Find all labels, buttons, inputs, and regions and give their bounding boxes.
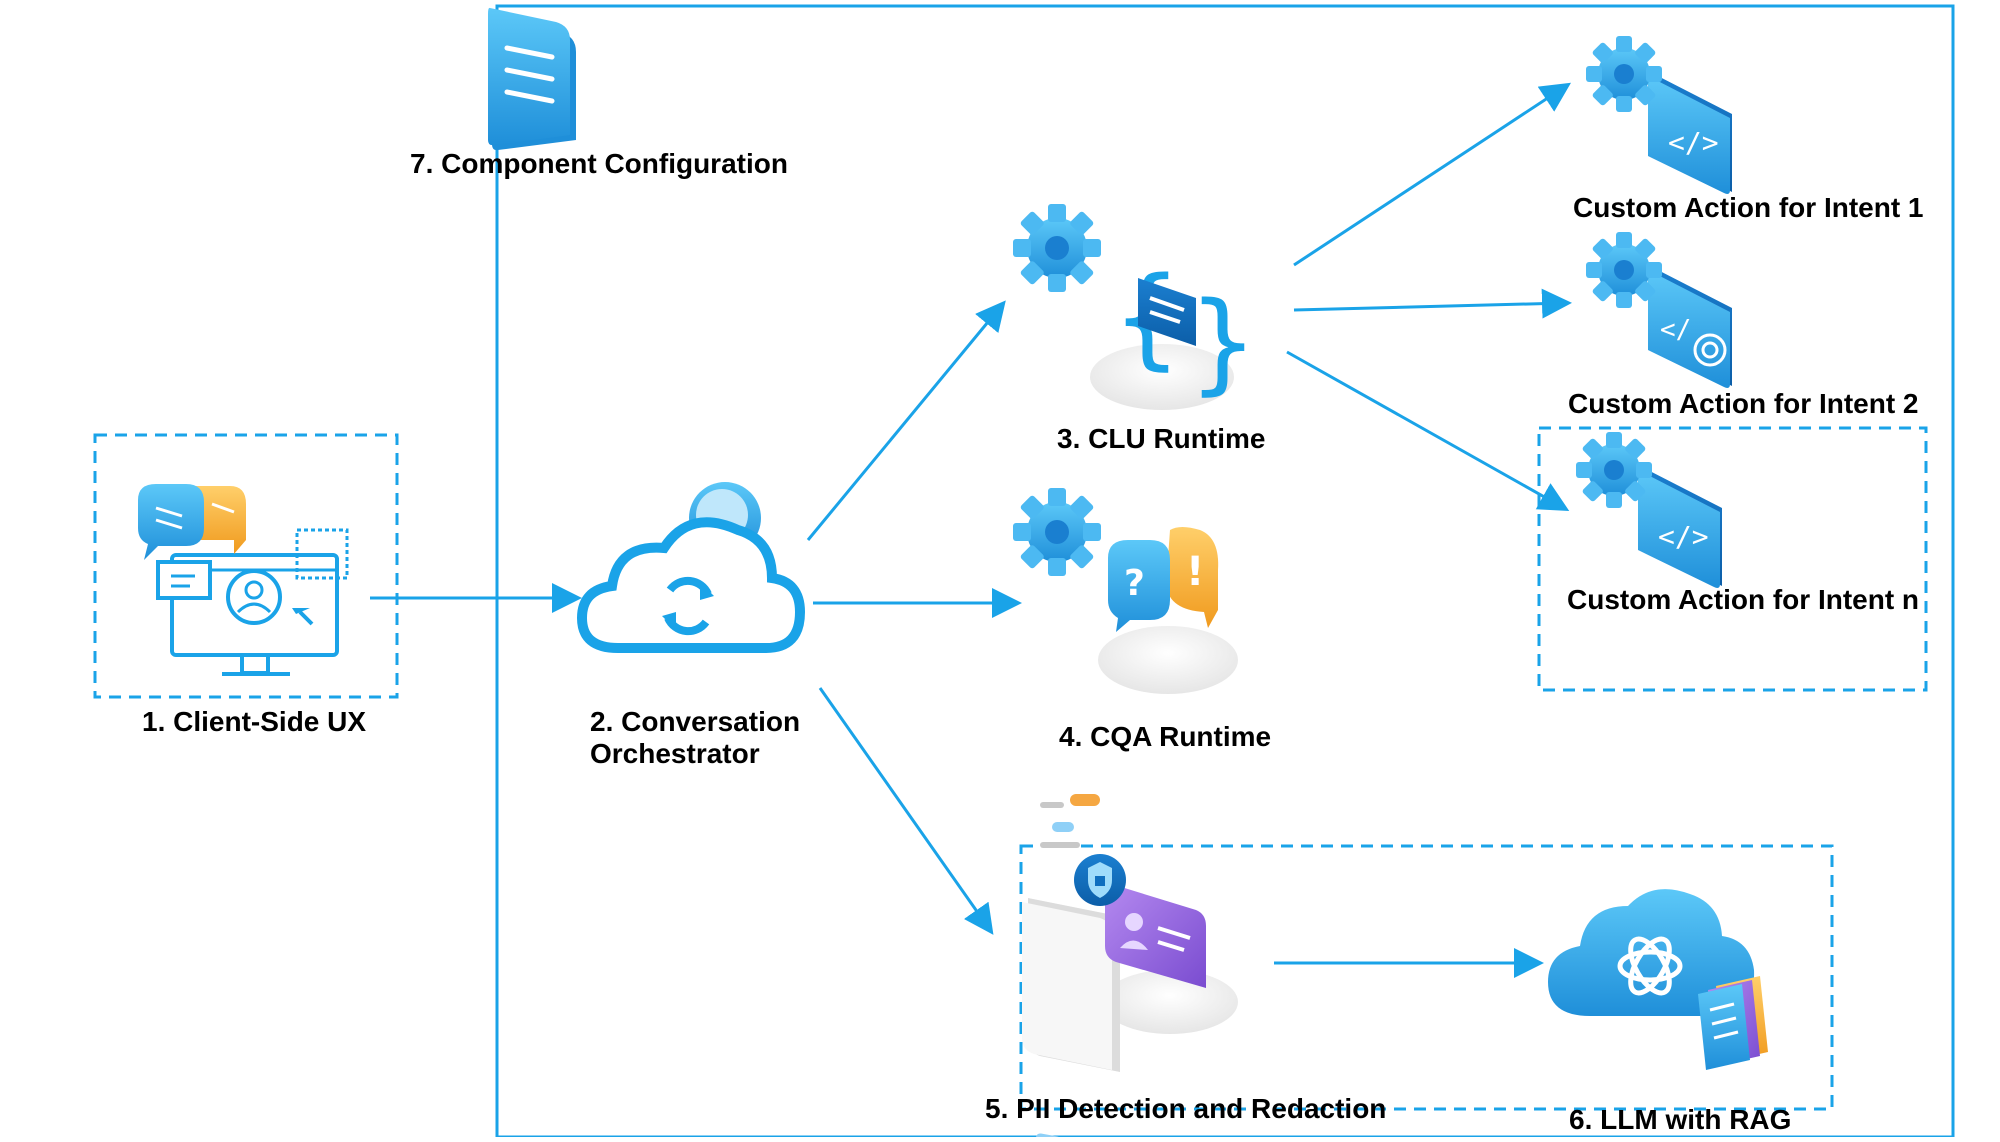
custom-action-2-label: Custom Action for Intent 2: [1568, 388, 1919, 419]
cqa-runtime-label: 4. CQA Runtime: [1059, 721, 1272, 752]
orchestrator-label: 2. Conversation Orchestrator: [590, 706, 801, 769]
client-ux-label: 1. Client-Side UX: [142, 706, 367, 737]
arrow-orchestrator-to-pii: [818, 687, 994, 935]
svg-text:}: }: [1188, 278, 1258, 406]
gear-code-window-icon: </>: [1586, 36, 1732, 194]
arrow-clu-to-action-n: [1286, 350, 1570, 511]
custom-action-n-label: Custom Action for Intent n: [1567, 584, 1920, 615]
arrow-clu-to-action-2: [1293, 288, 1572, 319]
custom-action-1-label: Custom Action for Intent 1: [1573, 192, 1924, 223]
monitor-chat-icon: [138, 484, 349, 676]
gear-code-bubble-icon: { }: [1013, 204, 1258, 410]
svg-text:</: </: [1660, 315, 1691, 345]
pii-llm-box: [1019, 844, 1834, 1111]
clu-runtime-label: 3. CLU Runtime: [1057, 423, 1266, 454]
pii-label: 5. PII Detection and Redaction: [985, 1093, 1387, 1124]
arrow-clu-to-action-1: [1293, 82, 1572, 267]
svg-text:!: !: [1186, 549, 1204, 595]
svg-text:</>: </>: [1668, 126, 1719, 159]
gear-code-window-icon: </>: [1576, 432, 1722, 588]
cloud-openai-icon: [1548, 889, 1768, 1070]
component-config-label: 7. Component Configuration: [410, 148, 788, 179]
arrow-orchestrator-to-clu: [806, 300, 1006, 541]
svg-text:</>: </>: [1658, 520, 1709, 553]
gear-question-bubble-icon: ! ?: [1013, 488, 1238, 694]
client-ux-box: [93, 433, 399, 699]
svg-text:?: ?: [1124, 563, 1145, 604]
llm-rag-label: 6. LLM with RAG: [1569, 1104, 1792, 1135]
cloud-sync-icon: [576, 482, 806, 653]
custom-action-n-box: [1537, 426, 1928, 692]
gear-code-window-icon: </: [1586, 232, 1732, 388]
document-icon: [488, 7, 576, 151]
